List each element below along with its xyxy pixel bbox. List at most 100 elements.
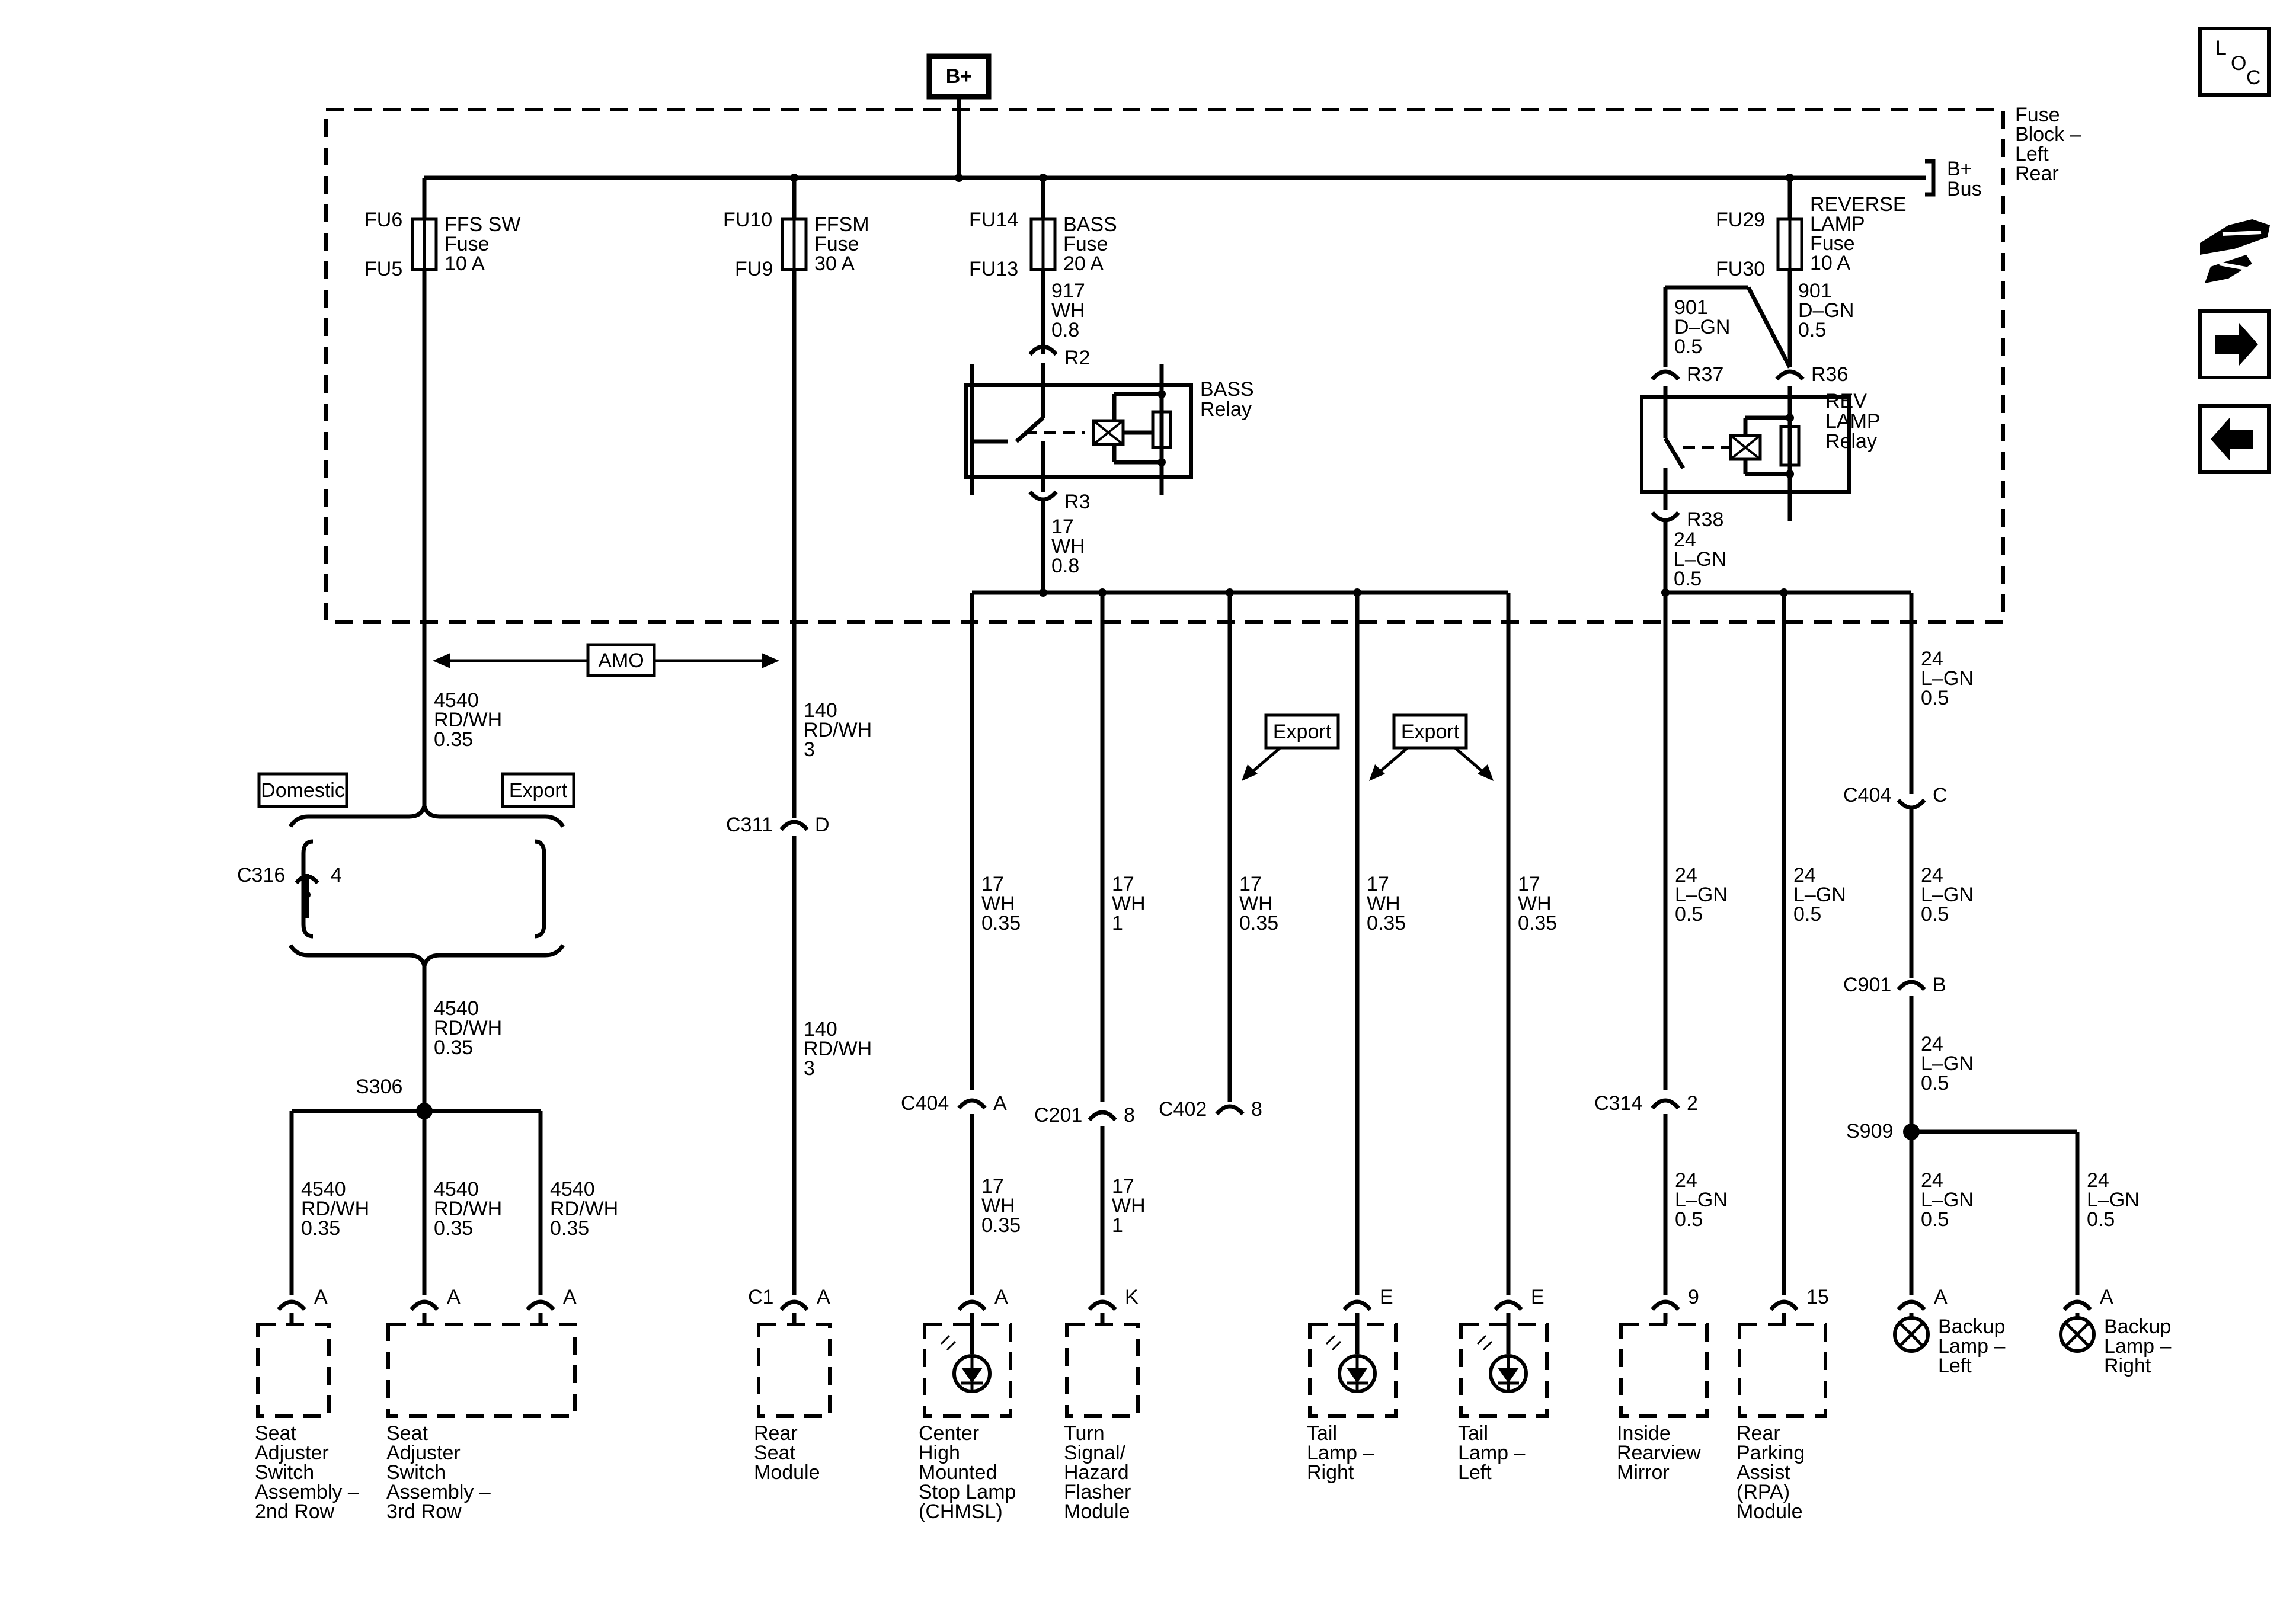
svg-text:0.8: 0.8 bbox=[1051, 555, 1079, 577]
component-tail-lamp-left: E Tail Lamp – Left bbox=[1458, 1286, 1549, 1484]
svg-text:8: 8 bbox=[1124, 1104, 1135, 1126]
svg-text:24: 24 bbox=[1921, 1033, 1943, 1055]
svg-text:R37: R37 bbox=[1687, 363, 1723, 386]
svg-text:D–GN: D–GN bbox=[1798, 299, 1854, 322]
svg-text:C: C bbox=[1933, 784, 1948, 806]
svg-text:Parking: Parking bbox=[1737, 1442, 1805, 1464]
svg-text:C311: C311 bbox=[726, 814, 773, 836]
svg-text:L–GN: L–GN bbox=[1921, 1052, 1974, 1075]
svg-text:Mirror: Mirror bbox=[1617, 1461, 1670, 1484]
b-plus-bus: B+ Bus bbox=[1920, 158, 1982, 200]
svg-text:B: B bbox=[1933, 974, 1946, 996]
svg-text:Switch: Switch bbox=[386, 1461, 446, 1484]
svg-text:WH: WH bbox=[1112, 1195, 1146, 1217]
svg-text:A: A bbox=[1934, 1286, 1948, 1308]
next-arrow-button[interactable] bbox=[2198, 309, 2271, 379]
svg-text:0.35: 0.35 bbox=[434, 728, 473, 751]
svg-text:Assembly –: Assembly – bbox=[255, 1481, 359, 1503]
fuse-bass: FU14 FU13 BASS Fuse 20 A 917 WH 0.8 bbox=[969, 178, 1117, 354]
svg-text:4540: 4540 bbox=[434, 1178, 479, 1201]
component-seat-adjuster-2nd-row: A Seat Adjuster Switch Assembly – 2nd Ro… bbox=[255, 1286, 359, 1523]
svg-text:REVERSE: REVERSE bbox=[1810, 193, 1907, 216]
svg-text:8: 8 bbox=[1251, 1098, 1262, 1121]
svg-text:Bus: Bus bbox=[1947, 178, 1982, 200]
svg-text:20 A: 20 A bbox=[1063, 252, 1104, 275]
svg-text:FU14: FU14 bbox=[969, 209, 1018, 231]
svg-text:C316: C316 bbox=[237, 864, 285, 886]
svg-text:17: 17 bbox=[1112, 1175, 1134, 1198]
svg-text:4540: 4540 bbox=[434, 997, 479, 1020]
circuit-17-turn: 17 WH 1 C201 8 17 WH 1 bbox=[1034, 593, 1146, 1295]
svg-text:30 A: 30 A bbox=[814, 252, 855, 275]
svg-text:0.5: 0.5 bbox=[1921, 1208, 1949, 1231]
battery-source: B+ bbox=[926, 53, 992, 178]
svg-text:A: A bbox=[563, 1286, 577, 1308]
svg-text:S306: S306 bbox=[356, 1076, 402, 1098]
svg-text:4: 4 bbox=[331, 864, 342, 886]
svg-text:C404: C404 bbox=[1843, 784, 1891, 806]
svg-text:RD/WH: RD/WH bbox=[434, 1017, 502, 1039]
circuit-24-backup: 24 L–GN 0.5 C404 C 24 L–GN 0.5 C901 B 24… bbox=[1843, 593, 2140, 1295]
svg-text:Center: Center bbox=[919, 1422, 979, 1445]
svg-text:Backup: Backup bbox=[2104, 1315, 2171, 1338]
svg-text:L–GN: L–GN bbox=[1675, 884, 1728, 906]
svg-text:D–GN: D–GN bbox=[1674, 316, 1730, 338]
svg-text:24: 24 bbox=[1921, 864, 1943, 886]
svg-text:0.5: 0.5 bbox=[1674, 568, 1702, 590]
svg-text:S909: S909 bbox=[1846, 1120, 1893, 1142]
svg-text:0.5: 0.5 bbox=[1793, 903, 1821, 926]
svg-text:901: 901 bbox=[1798, 280, 1832, 302]
svg-text:901: 901 bbox=[1674, 296, 1708, 319]
svg-text:Fuse: Fuse bbox=[2015, 104, 2060, 126]
svg-text:WH: WH bbox=[981, 892, 1015, 915]
svg-text:917: 917 bbox=[1051, 280, 1085, 302]
loc-button[interactable]: L O C bbox=[2198, 27, 2271, 97]
svg-text:RD/WH: RD/WH bbox=[434, 709, 502, 731]
svg-text:Switch: Switch bbox=[255, 1461, 314, 1484]
svg-text:E: E bbox=[1380, 1286, 1393, 1308]
svg-text:WH: WH bbox=[981, 1195, 1015, 1217]
svg-text:17: 17 bbox=[981, 1175, 1004, 1198]
svg-text:17: 17 bbox=[1051, 516, 1074, 538]
svg-text:FU9: FU9 bbox=[735, 258, 773, 280]
svg-text:0.35: 0.35 bbox=[981, 912, 1021, 934]
svg-text:Left: Left bbox=[1938, 1355, 1972, 1377]
loc-letter-l: L bbox=[2215, 37, 2227, 59]
svg-text:Hazard: Hazard bbox=[1064, 1461, 1129, 1484]
svg-text:A: A bbox=[817, 1286, 830, 1308]
svg-text:10 A: 10 A bbox=[445, 252, 485, 275]
svg-text:0.5: 0.5 bbox=[1921, 687, 1949, 709]
svg-text:0.5: 0.5 bbox=[1675, 1208, 1703, 1231]
svg-text:17: 17 bbox=[1112, 873, 1134, 895]
svg-text:0.5: 0.5 bbox=[1674, 335, 1702, 358]
svg-text:WH: WH bbox=[1367, 892, 1400, 915]
circuit-140: 140 RD/WH 3 C311 D 140 RD/WH 3 bbox=[726, 699, 872, 1295]
svg-text:D: D bbox=[815, 814, 830, 836]
svg-text:Adjuster: Adjuster bbox=[255, 1442, 329, 1464]
svg-text:Domestic: Domestic bbox=[261, 779, 345, 802]
svg-text:FFSM: FFSM bbox=[814, 213, 869, 236]
svg-text:Relay: Relay bbox=[1825, 430, 1877, 453]
svg-text:FU6: FU6 bbox=[364, 209, 402, 231]
svg-text:15: 15 bbox=[1806, 1286, 1829, 1308]
svg-text:Lamp –: Lamp – bbox=[1458, 1442, 1525, 1464]
wrench-car-icon[interactable] bbox=[2200, 219, 2270, 283]
svg-text:Rear: Rear bbox=[1737, 1422, 1780, 1445]
svg-text:Seat: Seat bbox=[754, 1442, 795, 1464]
svg-text:LAMP: LAMP bbox=[1810, 213, 1865, 235]
svg-text:Right: Right bbox=[2104, 1355, 2151, 1377]
fuse-reverse-lamp: FU29 FU30 REVERSE LAMP Fuse 10 A 901 D–G… bbox=[1663, 178, 1907, 369]
svg-text:Assist: Assist bbox=[1737, 1461, 1790, 1484]
svg-text:17: 17 bbox=[1367, 873, 1389, 895]
svg-text:BASS: BASS bbox=[1063, 213, 1117, 236]
svg-text:L–GN: L–GN bbox=[1921, 1189, 1974, 1211]
previous-arrow-button[interactable] bbox=[2198, 404, 2271, 474]
svg-text:C314: C314 bbox=[1594, 1092, 1642, 1115]
svg-text:B+: B+ bbox=[1947, 158, 1972, 180]
svg-text:R3: R3 bbox=[1064, 491, 1090, 513]
svg-text:24: 24 bbox=[2087, 1169, 2109, 1192]
svg-text:AMO: AMO bbox=[598, 649, 644, 672]
svg-text:Module: Module bbox=[1064, 1500, 1130, 1523]
svg-text:0.8: 0.8 bbox=[1051, 319, 1079, 341]
